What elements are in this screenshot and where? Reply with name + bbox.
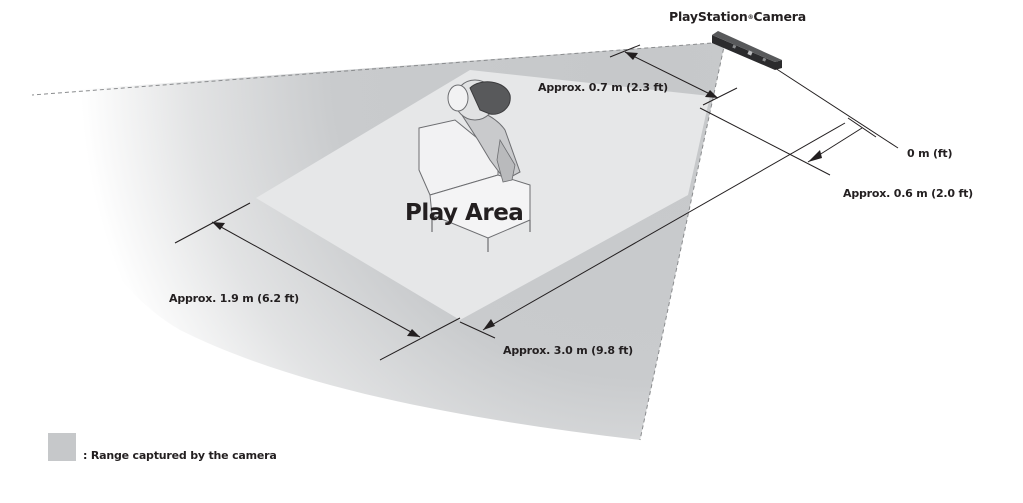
play-area-label: Play Area — [405, 200, 524, 226]
front-width-label: Approx. 0.7 m (2.3 ft) — [538, 81, 668, 94]
depth-label: Approx. 3.0 m (9.8 ft) — [503, 344, 633, 357]
near-edge-line — [699, 107, 831, 176]
camera-label: PlayStation®Camera — [669, 9, 806, 24]
back-width-label: Approx. 1.9 m (6.2 ft) — [169, 292, 299, 305]
registered-mark: ® — [747, 14, 754, 21]
near-offset-label: Approx. 0.6 m (2.0 ft) — [843, 187, 973, 200]
camera-label-suffix: Camera — [753, 9, 806, 24]
playstation-camera — [712, 31, 782, 70]
legend-text: : Range captured by the camera — [83, 449, 277, 462]
camera-label-prefix: PlayStation — [669, 9, 748, 24]
back-width-dimension — [211, 221, 421, 338]
zero-line — [774, 67, 899, 149]
player-figure — [418, 79, 531, 252]
zero-distance-label: 0 m (ft) — [907, 147, 953, 160]
range-boundary-left — [31, 41, 726, 96]
range-boundary-right — [639, 41, 726, 441]
front-width-dimension — [624, 51, 719, 99]
depth-dimension — [482, 122, 846, 331]
legend-swatch — [48, 433, 76, 461]
